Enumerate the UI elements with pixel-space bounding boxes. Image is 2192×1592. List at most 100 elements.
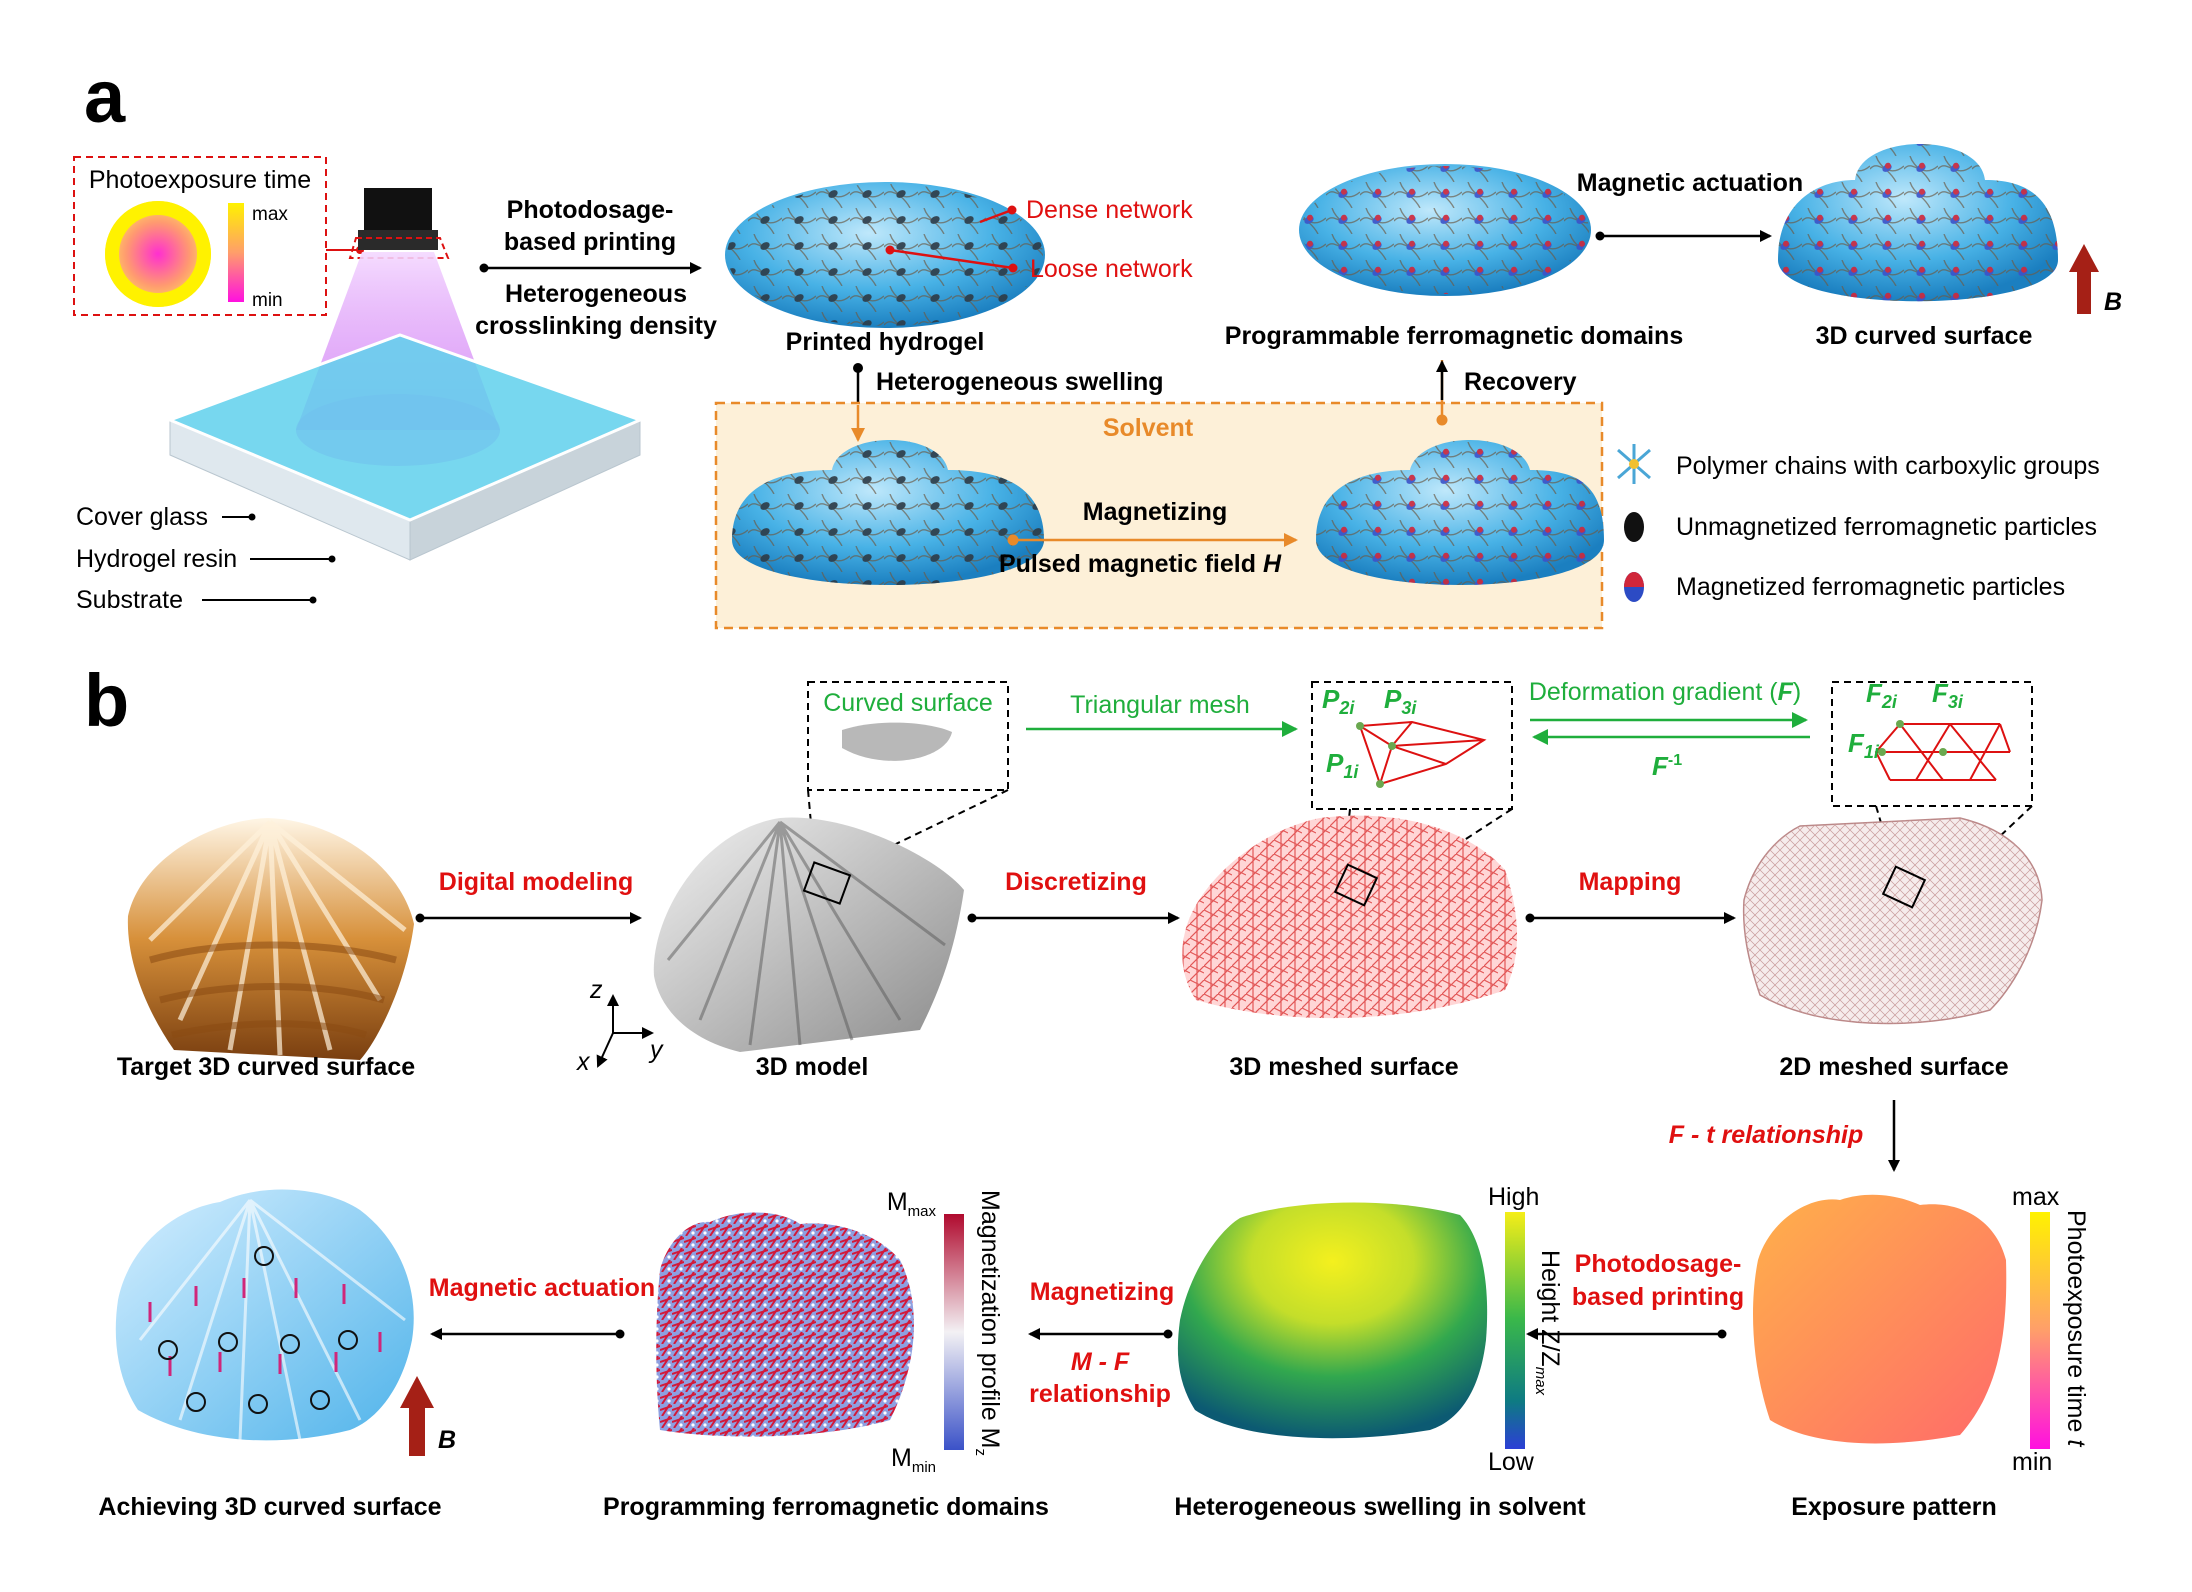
panel-b-letter: b bbox=[84, 659, 129, 742]
axis-x-label: x bbox=[576, 1048, 591, 1076]
deformation-gradient-label: Deformation gradient (F) bbox=[1529, 678, 1801, 706]
crosslinking-label-2: crosslinking density bbox=[475, 312, 717, 340]
photodosage-label-2: based printing bbox=[504, 228, 676, 256]
point-p1-label: P1i bbox=[1326, 748, 1359, 782]
blue-shell bbox=[115, 1189, 414, 1441]
programmed-hydrogel bbox=[1299, 164, 1591, 296]
recovery-label: Recovery bbox=[1464, 368, 1577, 396]
legend-unmagnetized-label: Unmagnetized ferromagnetic particles bbox=[1676, 513, 2097, 541]
axis-y-label: y bbox=[648, 1036, 664, 1064]
field-arrow-b bbox=[400, 1376, 434, 1456]
curved-surface-label-a: 3D curved surface bbox=[1816, 322, 2033, 350]
photoexposure-dot bbox=[105, 201, 211, 307]
exposure-bar-label: Photoexposure time t bbox=[2062, 1210, 2090, 1447]
photoexposure-min: min bbox=[252, 290, 283, 311]
dense-network-label: Dense network bbox=[1026, 196, 1193, 224]
mesh-3d-surface bbox=[1182, 815, 1518, 1019]
exposure-pattern-label: Exposure pattern bbox=[1791, 1493, 1997, 1521]
discretizing-label: Discretizing bbox=[1005, 868, 1147, 896]
height-bar-low: Low bbox=[1488, 1448, 1535, 1476]
magnetization-colorbar bbox=[944, 1214, 964, 1450]
achieving-label: Achieving 3D curved surface bbox=[98, 1493, 441, 1521]
actuated-3d-surface bbox=[1778, 144, 2058, 302]
height-bar-label: Height Z/Zmax bbox=[1532, 1250, 1564, 1396]
m-f-label-2: relationship bbox=[1029, 1380, 1171, 1408]
mag-bar-max: Mmax bbox=[887, 1188, 937, 1220]
photoexposure-max: max bbox=[252, 204, 288, 225]
mag-bar-min: Mmin bbox=[891, 1444, 936, 1476]
mesh-2d-surface bbox=[1742, 817, 2043, 1025]
legend-polymer-icon bbox=[1617, 444, 1651, 484]
exposure-bar-min: min bbox=[2012, 1448, 2052, 1476]
axis-z-label: z bbox=[589, 976, 603, 1004]
exposure-bar-max: max bbox=[2012, 1183, 2060, 1211]
photodosage-label-1: Photodosage- bbox=[507, 196, 674, 224]
photoexposure-colorbar bbox=[228, 203, 244, 302]
point-f2-label: F2i bbox=[1866, 678, 1898, 712]
mesh3d-inset bbox=[1311, 681, 1513, 810]
loose-network-label: Loose network bbox=[1030, 255, 1193, 283]
magnetic-actuation-b-label: Magnetic actuation bbox=[429, 1274, 655, 1302]
pulsed-field-label: Pulsed magnetic field H bbox=[999, 550, 1282, 578]
mag-bar-label: Magnetization profile Mz bbox=[972, 1190, 1004, 1456]
legend-polymer-label: Polymer chains with carboxylic groups bbox=[1676, 452, 2100, 480]
model-3d-label: 3D model bbox=[756, 1053, 869, 1081]
field-symbol-a: B bbox=[2104, 288, 2122, 316]
magnetic-actuation-label-a: Magnetic actuation bbox=[1577, 169, 1803, 197]
hydrogel-resin-label: Hydrogel resin bbox=[76, 545, 237, 573]
hydrogel-resin-layer bbox=[170, 335, 640, 520]
swollen-hydrogel-magnetized bbox=[1316, 440, 1604, 585]
field-symbol-b: B bbox=[438, 1426, 456, 1454]
swelling-label: Heterogeneous swelling in solvent bbox=[1174, 1493, 1586, 1521]
printed-hydrogel bbox=[725, 182, 1045, 328]
photodosage-b-1: Photodosage- bbox=[1575, 1250, 1742, 1278]
photodosage-b-2: based printing bbox=[1572, 1283, 1744, 1311]
legend-magnetized-icon bbox=[1624, 572, 1644, 602]
legend-magnetized-label: Magnetized ferromagnetic particles bbox=[1676, 573, 2065, 601]
height-colorbar bbox=[1505, 1212, 1525, 1449]
triangular-mesh-label: Triangular mesh bbox=[1070, 691, 1250, 719]
photoexposure-title: Photoexposure time bbox=[89, 166, 311, 194]
mesh3d-triangles bbox=[1358, 720, 1487, 786]
curved-surface-inset bbox=[807, 681, 1009, 791]
point-f1-label: F1i bbox=[1848, 728, 1880, 762]
f-inverse-label: F-1 bbox=[1652, 751, 1682, 781]
solvent-label: Solvent bbox=[1103, 414, 1194, 442]
curved-surface-patch bbox=[842, 722, 952, 761]
exposure-colorbar bbox=[2030, 1212, 2050, 1449]
digital-modeling-label: Digital modeling bbox=[439, 868, 633, 896]
point-f3-label: F3i bbox=[1932, 678, 1964, 712]
target-shell bbox=[127, 818, 414, 1060]
f-t-relationship-label: F - t relationship bbox=[1669, 1121, 1863, 1149]
m-f-label-1: M - F bbox=[1071, 1348, 1130, 1376]
programming-label: Programming ferromagnetic domains bbox=[603, 1493, 1049, 1521]
field-arrow-a bbox=[2069, 244, 2099, 314]
mesh2d-inset bbox=[1831, 681, 2033, 807]
point-p3-label: P3i bbox=[1384, 684, 1417, 718]
magnetizing-b-label: Magnetizing bbox=[1030, 1278, 1174, 1306]
target-surface-label: Target 3D curved surface bbox=[117, 1053, 415, 1081]
cover-glass-label: Cover glass bbox=[76, 503, 208, 531]
point-p2-label: P2i bbox=[1322, 684, 1355, 718]
magnetizing-label: Magnetizing bbox=[1083, 498, 1227, 526]
heterogeneous-swelling-label: Heterogeneous swelling bbox=[876, 368, 1164, 396]
exposure-pattern-shell bbox=[1753, 1194, 2007, 1444]
panel-a-letter: a bbox=[84, 55, 126, 138]
magnetization-shell bbox=[656, 1212, 914, 1437]
mapping-label: Mapping bbox=[1579, 868, 1682, 896]
projector-lens bbox=[364, 188, 432, 238]
legend-unmagnetized-icon bbox=[1624, 512, 1644, 542]
printer-setup bbox=[165, 188, 645, 561]
photoexposure-inset: Photoexposure time max min bbox=[73, 156, 327, 316]
programmable-domains-label: Programmable ferromagnetic domains bbox=[1225, 322, 1683, 350]
swollen-hydrogel-unmagnetized bbox=[732, 440, 1044, 585]
swelling-shell bbox=[1177, 1202, 1488, 1439]
height-bar-high: High bbox=[1488, 1183, 1539, 1211]
gray-3d-model bbox=[653, 817, 964, 1052]
meshed-3d-label: 3D meshed surface bbox=[1229, 1053, 1458, 1081]
crosslinking-label-1: Heterogeneous bbox=[505, 280, 687, 308]
substrate-label: Substrate bbox=[76, 586, 183, 614]
curved-surface-inset-label: Curved surface bbox=[823, 689, 993, 717]
axes-triad bbox=[596, 994, 654, 1068]
